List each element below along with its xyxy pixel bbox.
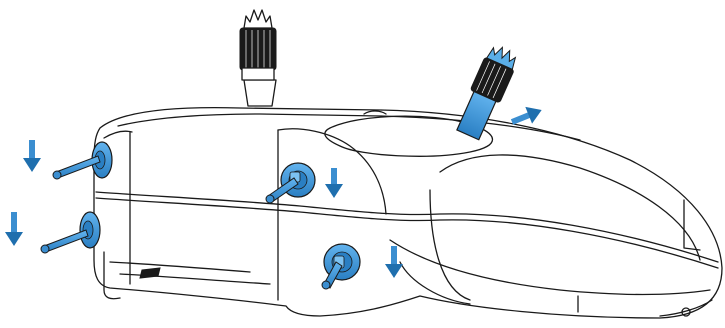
arrow-down-icon [385, 246, 403, 278]
right-control-stick [456, 46, 517, 141]
left-control-stick [239, 9, 277, 107]
arrow-down-icon [5, 212, 23, 246]
toggle-switch [52, 141, 113, 180]
toggle-switch [40, 211, 101, 254]
controller-body [93, 107, 723, 319]
toggle-switch [321, 243, 361, 290]
toggle-switch [265, 162, 316, 204]
arrow-down-icon [23, 140, 41, 172]
arrow-down-icon [325, 168, 343, 198]
arrow-up-right-icon [510, 106, 542, 125]
